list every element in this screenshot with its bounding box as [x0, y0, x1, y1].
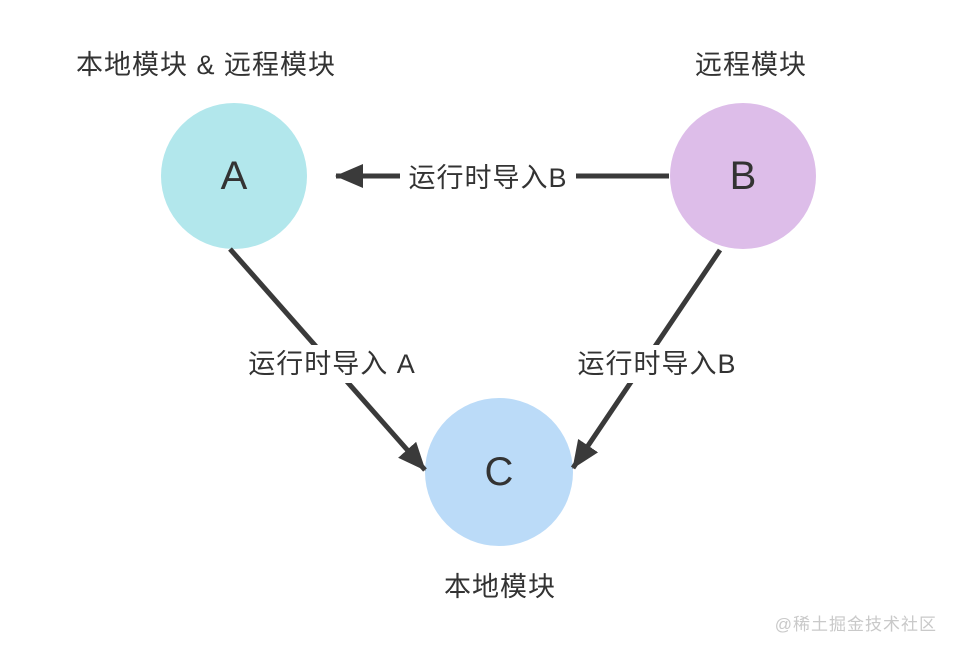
edge-b-to-c-label-mask	[570, 345, 746, 383]
node-a-caption: 本地模块 & 远程模块	[76, 50, 336, 80]
node-a-letter: A	[221, 154, 248, 198]
node-b-letter: B	[730, 154, 757, 198]
watermark-text: @稀土掘金技术社区	[775, 615, 937, 634]
node-b-circle	[670, 103, 816, 249]
edge-b-to-a-label-mask	[400, 158, 576, 196]
node-a-circle	[161, 103, 307, 249]
edge-b-to-c-label: 运行时导入B	[577, 349, 736, 379]
node-c-caption: 本地模块	[444, 572, 556, 602]
node-c-circle	[425, 398, 573, 546]
edge-a-to-c-label: 运行时导入 A	[248, 349, 416, 379]
edge-b-to-a-label: 运行时导入B	[408, 163, 567, 193]
node-b-caption: 远程模块	[695, 50, 807, 80]
node-c-letter: C	[485, 450, 514, 494]
edge-a-to-c-label-mask	[240, 345, 430, 383]
